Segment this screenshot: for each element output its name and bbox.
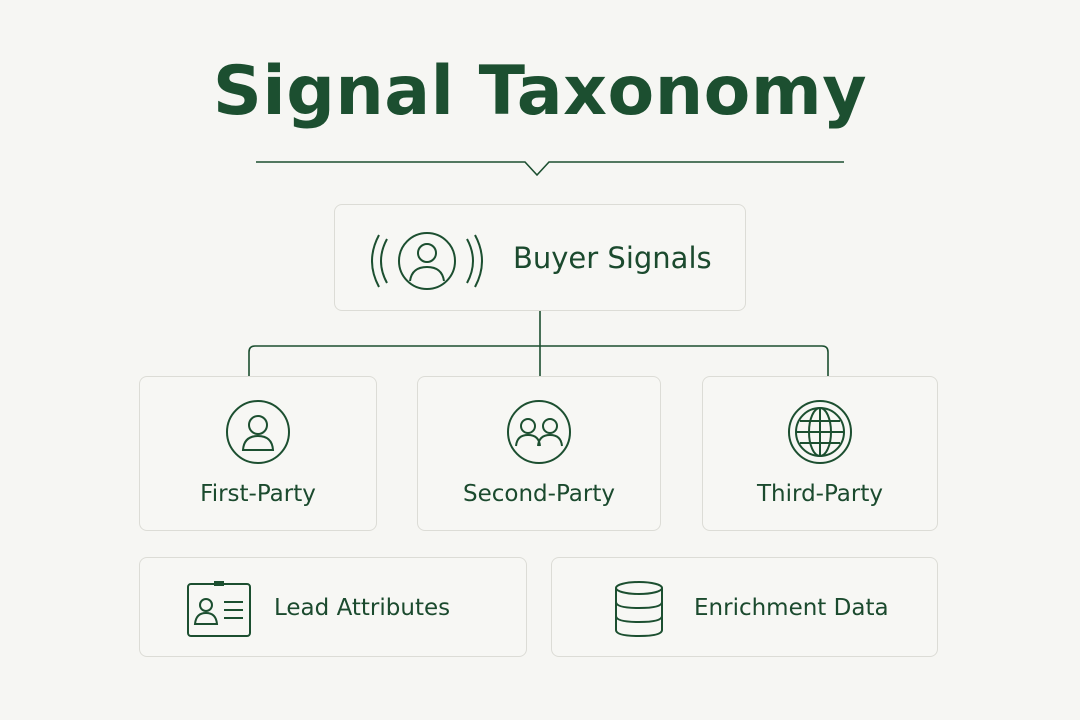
second-party-card: Second-Party (417, 376, 661, 531)
second-party-label: Second-Party (463, 481, 615, 507)
first-party-label: First-Party (200, 481, 316, 507)
third-party-card: Third-Party (702, 376, 938, 531)
third-party-label: Third-Party (757, 481, 883, 507)
enrichment-data-card: Enrichment Data (551, 557, 938, 657)
lead-attributes-card: Lead Attributes (139, 557, 527, 657)
globe-icon (786, 398, 854, 466)
branch-connector (248, 345, 829, 376)
people-circle-icon (505, 398, 573, 466)
buyer-signals-card: Buyer Signals (334, 204, 746, 311)
id-card-icon (186, 580, 252, 638)
buyer-signals-label: Buyer Signals (513, 241, 712, 275)
first-party-card: First-Party (139, 376, 377, 531)
database-icon (606, 580, 672, 638)
person-circle-icon (224, 398, 292, 466)
title-divider (256, 161, 844, 177)
enrichment-data-label: Enrichment Data (694, 595, 889, 621)
lead-attributes-label: Lead Attributes (274, 595, 451, 621)
page-title: Signal Taxonomy (212, 52, 868, 131)
person-broadcast-icon (371, 227, 483, 297)
